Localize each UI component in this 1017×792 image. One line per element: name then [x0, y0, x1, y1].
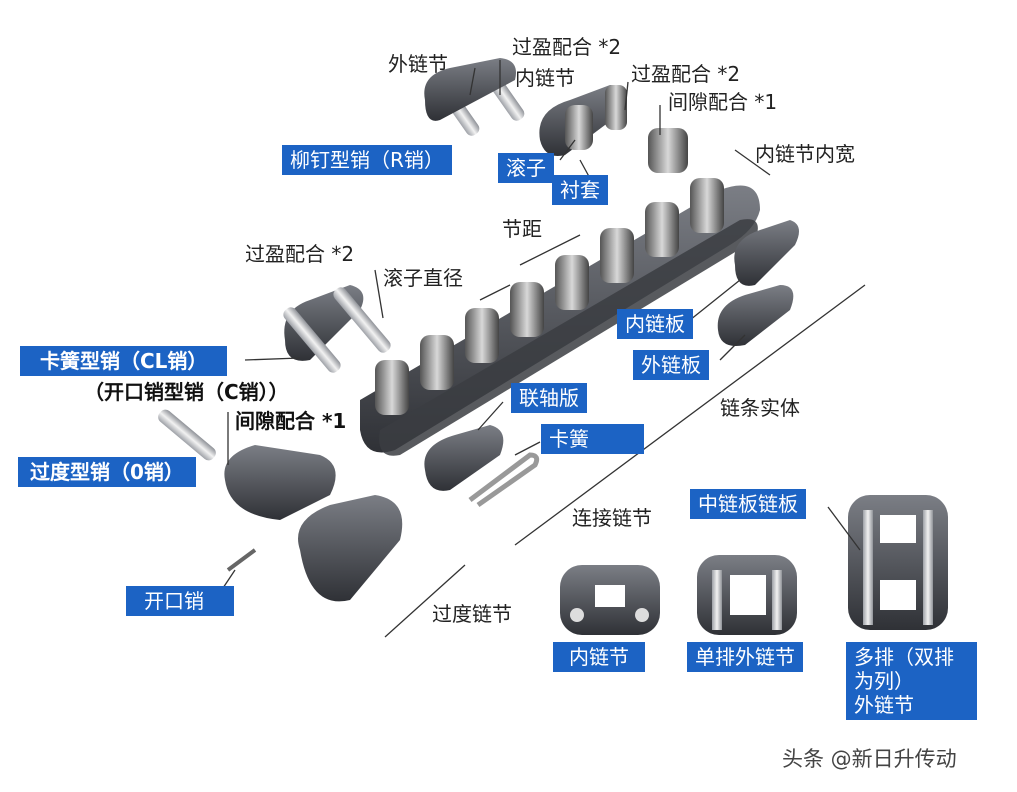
clip-pin-box: 卡簧型销（CL销） [20, 346, 228, 376]
connecting-plate-part [424, 425, 504, 491]
chain-body-label: 链条实体 [720, 396, 800, 420]
offset-link-label: 过度链节 [432, 602, 512, 626]
clearance-fit-label-2: 间隙配合 *1 [235, 409, 347, 433]
spring-clip-box: 卡簧 [541, 424, 644, 454]
outer-plate-part [717, 285, 794, 346]
multi-outer-link-line-3: 外链节 [854, 693, 914, 717]
interference-fit-label-3: 过盈配合 *2 [245, 242, 355, 266]
offset-link-part [224, 445, 403, 602]
multi-outer-link-sample [848, 495, 948, 630]
inner-link-sample [560, 565, 660, 635]
single-outer-link-box: 单排外链节 [687, 642, 803, 672]
interference-fit-label-1: 过盈配合 *2 [512, 35, 622, 59]
interference-fit-label-2: 过盈配合 *2 [631, 62, 741, 86]
connecting-link-label: 连接链节 [572, 506, 652, 530]
inner-plate-part [734, 220, 799, 286]
main-chain [360, 178, 760, 456]
inner-link-part [539, 85, 688, 173]
offset-pin-part [158, 409, 216, 461]
roller-box: 滚子 [498, 153, 554, 183]
outer-link-label: 外链节 [388, 52, 448, 76]
inner-link-top-label: 内链节 [515, 66, 575, 90]
clearance-fit-label-1: 间隙配合 *1 [668, 90, 778, 114]
rivet-pin-box: 柳钉型销（R销） [282, 145, 452, 175]
bushing-box: 衬套 [552, 175, 608, 205]
leader-lines [214, 60, 866, 638]
pitch-label: 节距 [502, 217, 542, 241]
connecting-plate-box: 联轴版 [511, 383, 587, 413]
inner-link-bottom-box: 内链节 [553, 642, 645, 672]
middle-plate-box: 中链板链板 [690, 489, 806, 519]
spring-clip-part [468, 452, 540, 508]
outer-plate-box: 外链板 [633, 350, 709, 380]
cotter-pin-type-label: （开口销型销（C销）） [84, 380, 289, 404]
multi-outer-link-line-1: 多排（双排 [854, 645, 954, 669]
inner-plate-box: 内链板 [617, 309, 693, 339]
clip-link-part [283, 285, 391, 373]
inner-link-width-label: 内链节内宽 [755, 142, 855, 166]
single-outer-link-sample [697, 555, 797, 635]
offset-pin-box: 过度型销（0销） [18, 457, 196, 487]
cotter-pin-box: 开口销 [126, 586, 234, 616]
cotter-pin-part [226, 548, 257, 572]
multi-outer-link-box: 多排（双排 为列） 外链节 [846, 642, 977, 720]
outer-link-part [424, 58, 525, 136]
roller-diameter-label: 滚子直径 [383, 266, 463, 290]
watermark: 头条 @新日升传动 [782, 747, 957, 771]
multi-outer-link-line-2: 为列） [854, 669, 914, 693]
